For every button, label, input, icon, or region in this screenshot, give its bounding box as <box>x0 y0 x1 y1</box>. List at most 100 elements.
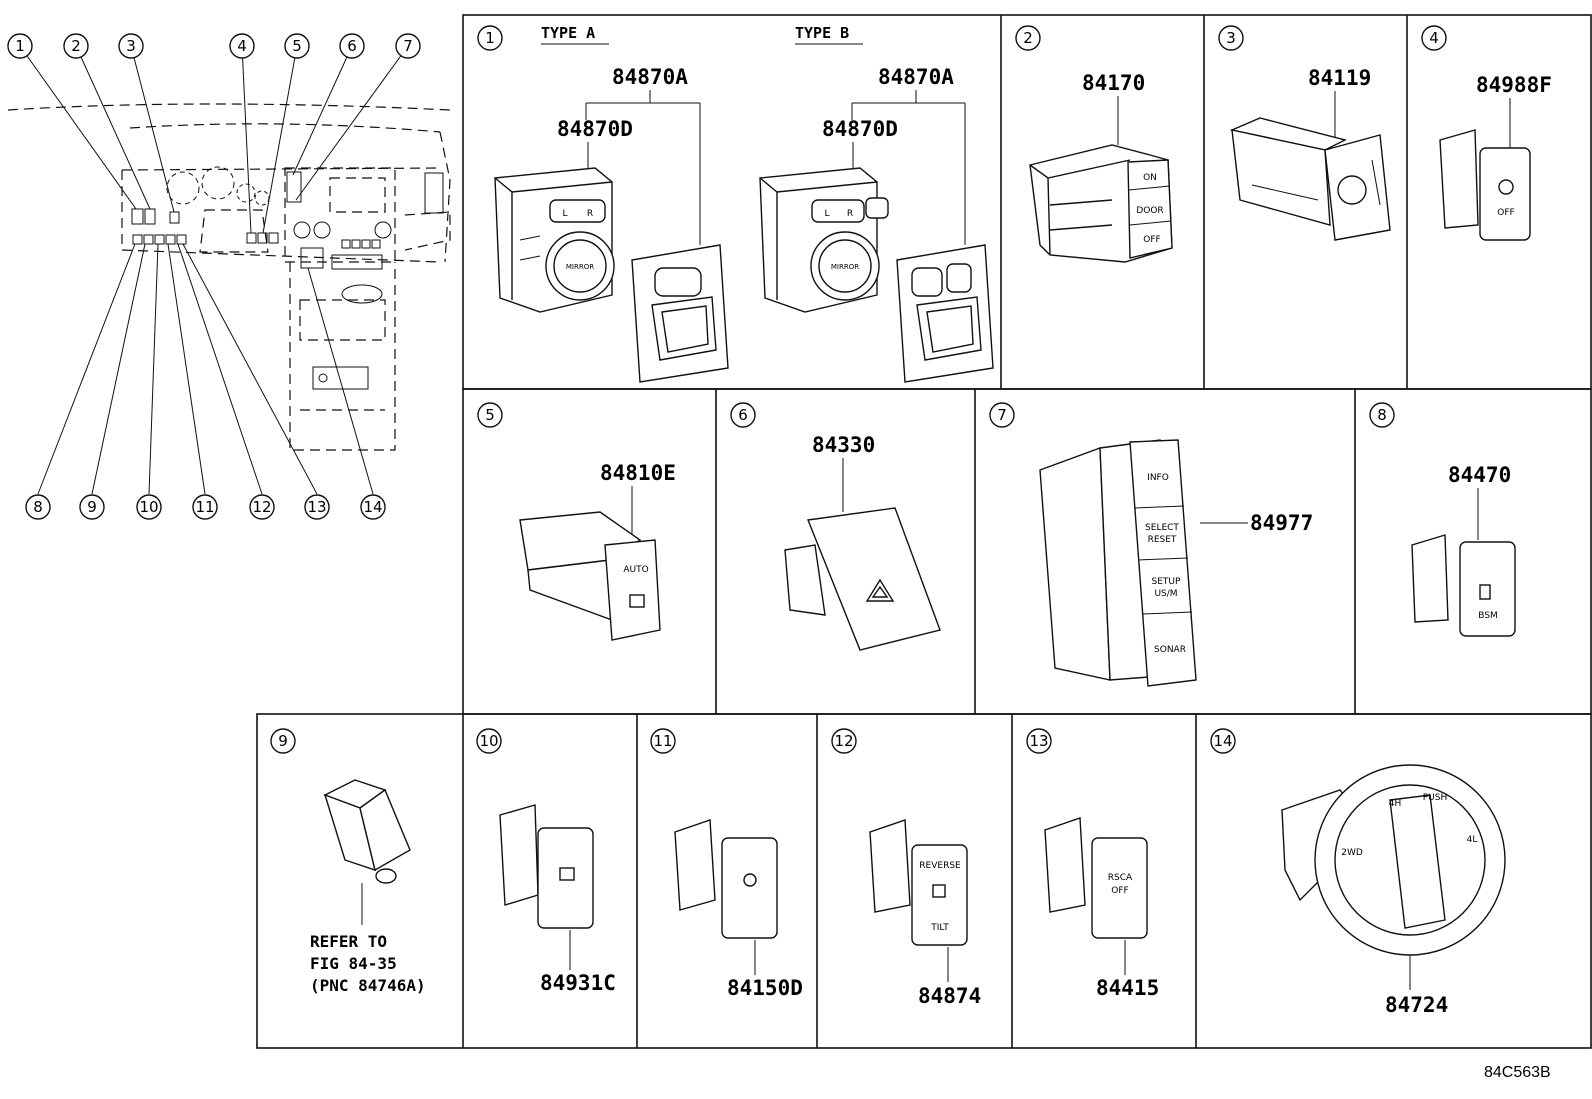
svg-text:14: 14 <box>1213 732 1232 750</box>
callout-3: 3 <box>118 33 144 59</box>
svg-text:1: 1 <box>15 37 25 55</box>
svg-text:TILT: TILT <box>930 923 949 933</box>
svg-text:3: 3 <box>1226 29 1236 47</box>
svg-text:PUSH: PUSH <box>1423 793 1448 803</box>
part-84170: 84170 <box>1082 71 1145 95</box>
panel-3: 3 84119 <box>1218 25 1391 241</box>
svg-text:12: 12 <box>834 732 853 750</box>
bsm-switch: BSM <box>1411 534 1516 637</box>
callout-7: 7 <box>395 33 421 59</box>
panel-grid <box>256 14 1592 1049</box>
part-84470: 84470 <box>1448 463 1511 487</box>
svg-text:4L: 4L <box>1467 835 1478 845</box>
dome-light-switch: ON DOOR OFF <box>1029 144 1173 263</box>
svg-text:2WD: 2WD <box>1341 848 1363 858</box>
part-84415: 84415 <box>1096 976 1159 1000</box>
refer-note-line-3: (PNC 84746A) <box>310 976 426 995</box>
part-84330: 84330 <box>812 433 875 457</box>
part-84870a-type-b: 84870A <box>878 65 954 89</box>
callout-12: 12 <box>249 494 275 520</box>
svg-text:L: L <box>562 209 567 219</box>
callout-1: 1 <box>7 33 33 59</box>
panel-9-number: 9 <box>270 728 296 754</box>
callout-13: 13 <box>304 494 330 520</box>
panel-2: 2 84170 ON DOOR OFF <box>1015 25 1173 263</box>
svg-text:11: 11 <box>195 498 214 516</box>
dimmer-switch <box>1229 117 1391 241</box>
svg-text:5: 5 <box>292 37 302 55</box>
panel-8-number: 8 <box>1369 402 1395 428</box>
svg-text:9: 9 <box>87 498 97 516</box>
callout-4: 4 <box>229 33 255 59</box>
svg-text:RSCA: RSCA <box>1108 873 1133 883</box>
panel-12: 12 REVERSE TILT 84874 <box>831 728 981 1008</box>
part-84931c: 84931C <box>540 971 616 995</box>
callout-5: 5 <box>284 33 310 59</box>
reverse-tilt-switch: REVERSE TILT <box>869 819 968 982</box>
svg-text:SELECT: SELECT <box>1145 523 1179 533</box>
svg-text:MIRROR: MIRROR <box>566 263 594 271</box>
svg-text:10: 10 <box>479 732 498 750</box>
panel-1-number: 1 <box>477 25 503 51</box>
panel-5-number: 5 <box>477 402 503 428</box>
svg-text:SONAR: SONAR <box>1154 645 1186 655</box>
svg-text:4: 4 <box>1429 29 1439 47</box>
dashboard-overview <box>7 45 451 495</box>
hazard-switch <box>784 507 941 651</box>
svg-text:RESET: RESET <box>1148 535 1177 545</box>
svg-text:12: 12 <box>252 498 271 516</box>
panel-10: 10 84931C <box>476 728 616 995</box>
svg-text:7: 7 <box>997 406 1007 424</box>
svg-text:OFF: OFF <box>1497 208 1514 218</box>
callout-10: 10 <box>136 494 162 520</box>
svg-text:MIRROR: MIRROR <box>831 263 859 271</box>
svg-text:INFO: INFO <box>1147 473 1169 483</box>
svg-text:OFF: OFF <box>1143 235 1160 245</box>
switch-84931c <box>499 804 594 970</box>
panel-13: 13 RSCA OFF 84415 <box>1026 728 1159 1000</box>
svg-text:OFF: OFF <box>1111 886 1128 896</box>
svg-text:6: 6 <box>347 37 357 55</box>
svg-text:R: R <box>587 209 593 219</box>
panel-3-number: 3 <box>1218 25 1244 51</box>
panel-2-number: 2 <box>1015 25 1041 51</box>
bezel-type-b <box>896 244 994 383</box>
panel-14-number: 14 <box>1210 728 1236 754</box>
panel-9: 9 REFER TO FIG 84-35 (PNC 84746A) <box>270 728 426 995</box>
panel-7-number: 7 <box>989 402 1015 428</box>
diagram-code: 84C563B <box>1484 1064 1551 1081</box>
svg-text:13: 13 <box>1029 732 1048 750</box>
panel-14: 14 2WD 4H PUSH 4L 84724 <box>1210 728 1506 1017</box>
type-a-label: TYPE A <box>541 24 595 42</box>
part-84810e: 84810E <box>600 461 676 485</box>
panel-11: 11 84150D <box>650 728 803 1000</box>
multi-info-switch: INFO SELECT RESET SETUP US/M SONAR <box>1039 439 1197 687</box>
panel-4: 4 84988F OFF <box>1421 25 1552 241</box>
callout-9: 9 <box>79 494 105 520</box>
part-84724: 84724 <box>1385 993 1448 1017</box>
type-b-label: TYPE B <box>795 24 849 42</box>
svg-text:2: 2 <box>71 37 81 55</box>
panel-6: 6 84330 <box>730 402 941 651</box>
callout-14: 14 <box>360 494 386 520</box>
panel-4-number: 4 <box>1421 25 1447 51</box>
switch-reference <box>323 779 411 925</box>
mirror-switch-type-a: L R MIRROR <box>494 167 615 313</box>
svg-text:4: 4 <box>237 37 247 55</box>
bezel-type-a <box>631 244 729 383</box>
callout-11: 11 <box>192 494 218 520</box>
svg-text:3: 3 <box>126 37 136 55</box>
part-84119: 84119 <box>1308 66 1371 90</box>
panel-8: 8 84470 BSM <box>1369 402 1516 637</box>
svg-text:14: 14 <box>363 498 382 516</box>
svg-text:5: 5 <box>485 406 495 424</box>
svg-text:1: 1 <box>485 29 495 47</box>
panel-10-number: 10 <box>476 728 502 754</box>
svg-text:6: 6 <box>738 406 748 424</box>
part-84874: 84874 <box>918 984 981 1008</box>
svg-text:REVERSE: REVERSE <box>919 861 961 871</box>
callout-6: 6 <box>339 33 365 59</box>
svg-text:BSM: BSM <box>1478 611 1498 621</box>
svg-text:13: 13 <box>307 498 326 516</box>
